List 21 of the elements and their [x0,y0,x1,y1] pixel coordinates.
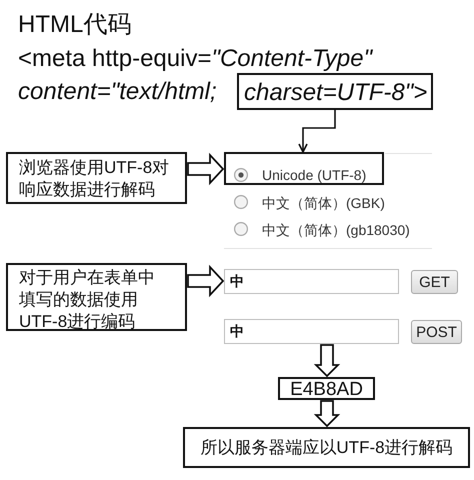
block-arrow [187,264,224,298]
code-line: <meta http-equiv="Content-Type" [18,44,372,74]
text-box: E4B8AD [278,377,375,400]
option-label: 中文（简体）(gb18030) [262,221,410,240]
text-box: 对于用户在表单中填写的数据使用UTF-8进行编码 [6,263,187,331]
get-button: GET [411,270,458,294]
title: HTML代码 [18,10,132,40]
code-line: content="text/html; [18,77,217,107]
block-arrow [314,400,340,428]
text-box: 浏览器使用UTF-8对响应数据进行解码 [6,152,187,204]
option-label: Unicode (UTF-8) [262,166,366,184]
arrow [298,110,336,153]
block-arrow [187,152,224,186]
block-arrow [314,344,340,378]
input-field: 中 [224,319,399,344]
highlight-box: charset=UTF-8"> [237,73,433,110]
option-label: 中文（简体）(GBK) [262,194,385,213]
input-field: 中 [224,269,399,294]
text-box: 所以服务器端应以UTF-8进行解码 [183,427,470,468]
highlight-box [224,152,384,185]
post-button: POST [411,320,462,344]
